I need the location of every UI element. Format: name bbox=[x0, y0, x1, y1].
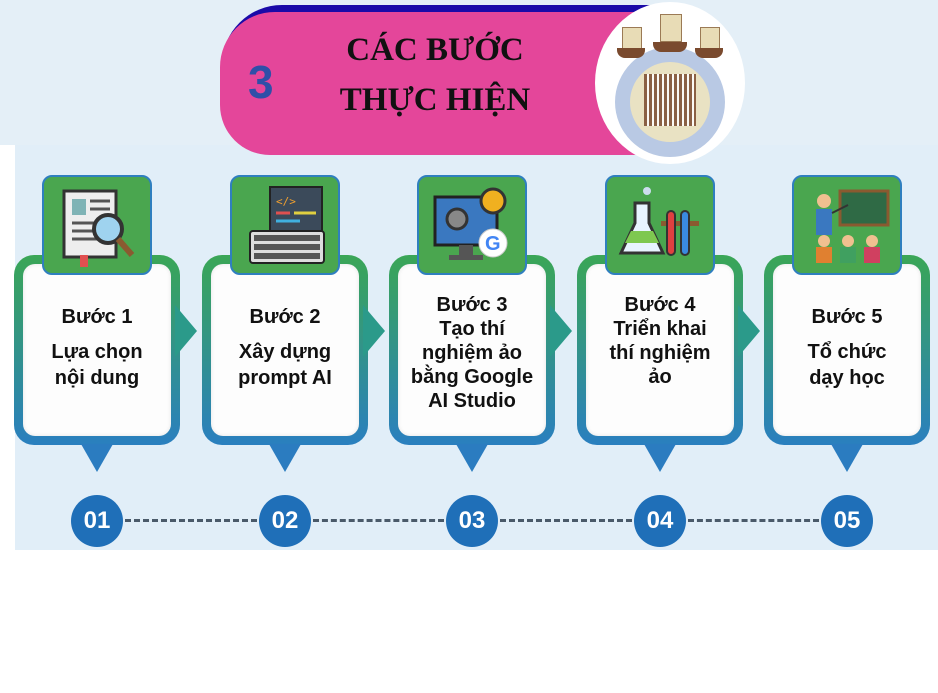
step-card-2: Bước 2 Xây dựng prompt AI bbox=[202, 255, 368, 445]
step-pointer bbox=[831, 444, 863, 472]
step-description-line: Xây dựng bbox=[238, 341, 332, 363]
section-title: CÁC BƯỚC THỰC HIỆN bbox=[330, 25, 540, 125]
lab-flasks-icon bbox=[605, 175, 715, 275]
step-description-line: ảo bbox=[648, 366, 672, 388]
step-label: Bước 5 bbox=[811, 306, 883, 328]
svg-text:G: G bbox=[485, 233, 501, 255]
dashed-connector bbox=[500, 519, 632, 522]
globe-ships-qr-logo-icon bbox=[595, 2, 745, 164]
step-description-line: bằng Google bbox=[410, 366, 534, 388]
code-keyboard-icon: </> bbox=[230, 175, 340, 275]
teacher-classroom-icon bbox=[792, 175, 902, 275]
step-description-line: prompt AI bbox=[238, 367, 332, 389]
step-number-badge: 05 bbox=[821, 495, 873, 547]
next-arrow-icon bbox=[363, 305, 385, 357]
step-number-badge: 01 bbox=[71, 495, 123, 547]
qr-code-icon[interactable] bbox=[644, 74, 696, 126]
step-label: Bước 3 bbox=[436, 294, 508, 316]
step-number-badge: 02 bbox=[259, 495, 311, 547]
step-card-body: Bước 1 Lựa chọn nội dung bbox=[23, 264, 171, 436]
svg-text:</>: </> bbox=[276, 195, 296, 208]
step-pointer bbox=[269, 444, 301, 472]
section-number: 3 bbox=[248, 56, 274, 108]
step-number-badge: 04 bbox=[634, 495, 686, 547]
step-description-line: nghiệm ảo bbox=[421, 342, 522, 364]
step-card-5: Bước 5 Tổ chức dạy học bbox=[764, 255, 930, 445]
step-description: Tổ chức dạy học bbox=[773, 339, 921, 391]
step-pointer bbox=[644, 444, 676, 472]
step-description-line: Tạo thí bbox=[439, 318, 505, 340]
computer-gears-google-icon: G bbox=[417, 175, 527, 275]
step-description-line: nội dung bbox=[54, 367, 140, 389]
dashed-connector bbox=[125, 519, 257, 522]
step-description: Xây dựng prompt AI bbox=[211, 339, 359, 391]
title-line-2: THỰC HIỆN bbox=[339, 82, 531, 118]
next-arrow-icon bbox=[738, 305, 760, 357]
step-description-line: dạy học bbox=[809, 367, 885, 389]
step-card-body: Bước 2 Xây dựng prompt AI bbox=[211, 264, 359, 436]
next-arrow-icon bbox=[550, 305, 572, 357]
step-card-1: Bước 1 Lựa chọn nội dung bbox=[14, 255, 180, 445]
dashed-connector bbox=[313, 519, 444, 522]
step-description-line: Tổ chức bbox=[807, 341, 887, 363]
book-magnifier-icon bbox=[42, 175, 152, 275]
step-description-line: Triển khai bbox=[613, 318, 707, 340]
step-description-line: thí nghiệm bbox=[609, 342, 711, 364]
step-description-line: AI Studio bbox=[428, 390, 516, 412]
step-number-badge: 03 bbox=[446, 495, 498, 547]
dashed-connector bbox=[688, 519, 819, 522]
step-card-body: Bước 5 Tổ chức dạy học bbox=[773, 264, 921, 436]
step-description: Lựa chọn nội dung bbox=[23, 339, 171, 391]
next-arrow-icon bbox=[175, 305, 197, 357]
step-label: Bước 4 bbox=[624, 294, 696, 316]
step-label: Bước 1 bbox=[61, 306, 133, 328]
step-label: Bước 2 bbox=[249, 306, 321, 328]
step-pointer bbox=[456, 444, 488, 472]
title-line-1: CÁC BƯỚC bbox=[346, 32, 524, 68]
step-pointer bbox=[81, 444, 113, 472]
step-description-line: Lựa chọn bbox=[51, 341, 143, 363]
